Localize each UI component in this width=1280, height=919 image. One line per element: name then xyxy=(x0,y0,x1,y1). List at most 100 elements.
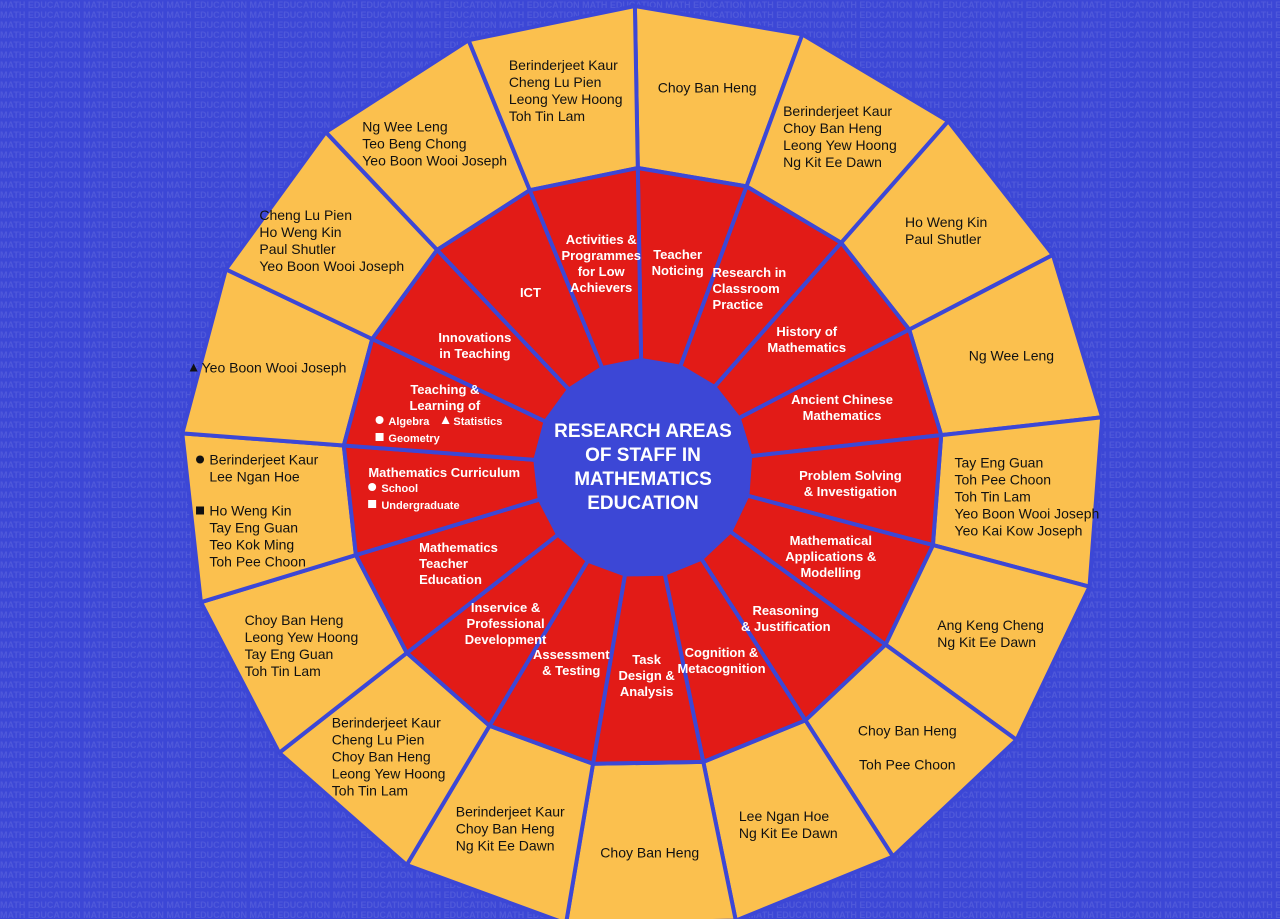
staff-name: Leong Yew Hoong xyxy=(783,137,897,154)
area-title-line: Activities & xyxy=(565,232,637,248)
staff-list-task-design: Choy Ban Heng xyxy=(600,844,699,861)
area-title-line: Practice xyxy=(712,297,764,313)
area-label-assessment-testing: Assessment& Testing xyxy=(533,647,610,679)
area-title-line: Cognition & xyxy=(684,644,759,660)
staff-name: Toh Tin Lam xyxy=(331,782,409,799)
area-title-line: Modelling xyxy=(800,565,862,581)
staff-name: Berinderjeet Kaur xyxy=(508,56,618,73)
staff-group: Yeo Boon Wooi Joseph xyxy=(189,360,346,377)
staff-name: Ho Weng Kin xyxy=(905,213,988,230)
staff-name: Yeo Boon Wooi Joseph xyxy=(189,360,346,377)
square-bullet-icon xyxy=(375,433,384,442)
area-title-line: Mathematics Curriculum xyxy=(368,464,521,480)
staff-name: Ho Weng Kin xyxy=(196,502,318,519)
area-title-line: Mathematics xyxy=(767,339,847,355)
area-title-line: Problem Solving xyxy=(799,467,902,483)
area-title-line: Teaching & xyxy=(410,382,480,398)
staff-name: Tay Eng Guan xyxy=(244,645,334,662)
area-title-line: & Justification xyxy=(740,619,831,635)
area-title-line: Metacognition xyxy=(677,660,766,676)
area-label-ict: ICT xyxy=(520,285,541,301)
staff-name: Berinderjeet Kaur xyxy=(455,803,565,820)
center-title-line: MATHEMATICS xyxy=(574,469,712,490)
staff-name: Yeo Boon Wooi Joseph xyxy=(259,258,405,275)
staff-name: Choy Ban Heng xyxy=(783,120,882,137)
staff-name: Toh Pee Choon xyxy=(954,471,1052,488)
staff-name: Yeo Boon Wooi Joseph xyxy=(362,152,508,169)
staff-list-ancient-chinese-mathematics: Ng Wee Leng xyxy=(969,348,1054,365)
area-title-line: & Testing xyxy=(542,663,601,679)
area-title-line: Ancient Chinese xyxy=(791,391,893,407)
staff-list-teacher-noticing: Choy Ban Heng xyxy=(658,80,757,97)
circle-bullet-icon xyxy=(375,416,384,425)
area-sub-item: Algebra xyxy=(375,416,429,428)
area-title-line: Innovations xyxy=(438,329,512,345)
staff-name: Choy Ban Heng xyxy=(657,79,757,96)
triangle-bullet-icon xyxy=(441,416,450,425)
area-sub-item: School xyxy=(368,482,418,495)
area-title-line: in Teaching xyxy=(439,345,511,361)
staff-name: Lee Ngan Hoe xyxy=(738,807,830,824)
area-sub-item: Geometry xyxy=(375,433,440,445)
center-title-line: EDUCATION xyxy=(587,493,699,514)
staff-name: Choy Ban Heng xyxy=(331,748,431,765)
staff-name: Berinderjeet Kaur xyxy=(196,451,318,468)
staff-name: Leong Yew Hoong xyxy=(244,628,359,645)
center-title: RESEARCH AREAS OF STAFF IN MATHEMATICS E… xyxy=(554,420,732,516)
staff-name: Yeo Kai Kow Joseph xyxy=(954,522,1083,539)
area-title-line: History of xyxy=(776,323,838,339)
staff-name: Ng Kit Ee Dawn xyxy=(738,824,838,841)
area-sub-row: Geometry xyxy=(375,431,514,448)
area-title-line: Professional xyxy=(466,616,545,632)
area-sub-row: School xyxy=(368,481,520,498)
area-sub-item: Undergraduate xyxy=(368,499,460,512)
area-title-line: ICT xyxy=(519,285,541,301)
square-bullet-icon xyxy=(196,506,205,515)
inner-sector-activities-low-achievers xyxy=(527,166,644,370)
triangle-bullet-icon xyxy=(189,363,198,372)
area-label-reasoning-justification: Reasoning& Justification xyxy=(741,603,831,635)
staff-name: Ang Keng Cheng xyxy=(937,616,1044,633)
area-title-line: Learning of xyxy=(409,398,481,414)
area-title-line: Mathematics xyxy=(419,539,498,555)
center-hub xyxy=(535,360,751,576)
center-title-line: OF STAFF IN xyxy=(585,445,701,466)
area-title-line: Research in xyxy=(712,265,787,281)
area-title-line: Classroom xyxy=(712,281,780,297)
area-title-line: Design & xyxy=(618,667,675,683)
staff-name: Toh Tin Lam xyxy=(954,488,1031,505)
staff-name: Ng Wee Leng xyxy=(362,118,448,135)
staff-name: Choy Ban Heng xyxy=(455,820,555,837)
area-title-line: Reasoning xyxy=(752,603,820,619)
staff-name: Cheng Lu Pien xyxy=(331,731,425,748)
staff-name: Tay Eng Guan xyxy=(209,519,299,536)
staff-name: Choy Ban Heng xyxy=(857,722,957,739)
staff-name: Toh Pee Choon xyxy=(209,553,306,570)
staff-name: Choy Ban Heng xyxy=(244,611,344,628)
staff-name: Choy Ban Heng xyxy=(600,844,700,861)
circle-bullet-icon xyxy=(196,455,205,464)
staff-name: Yeo Boon Wooi Joseph xyxy=(954,505,1100,522)
staff-name: Lee Ngan Hoe xyxy=(209,468,300,485)
staff-name: Paul Shutler xyxy=(905,230,982,247)
